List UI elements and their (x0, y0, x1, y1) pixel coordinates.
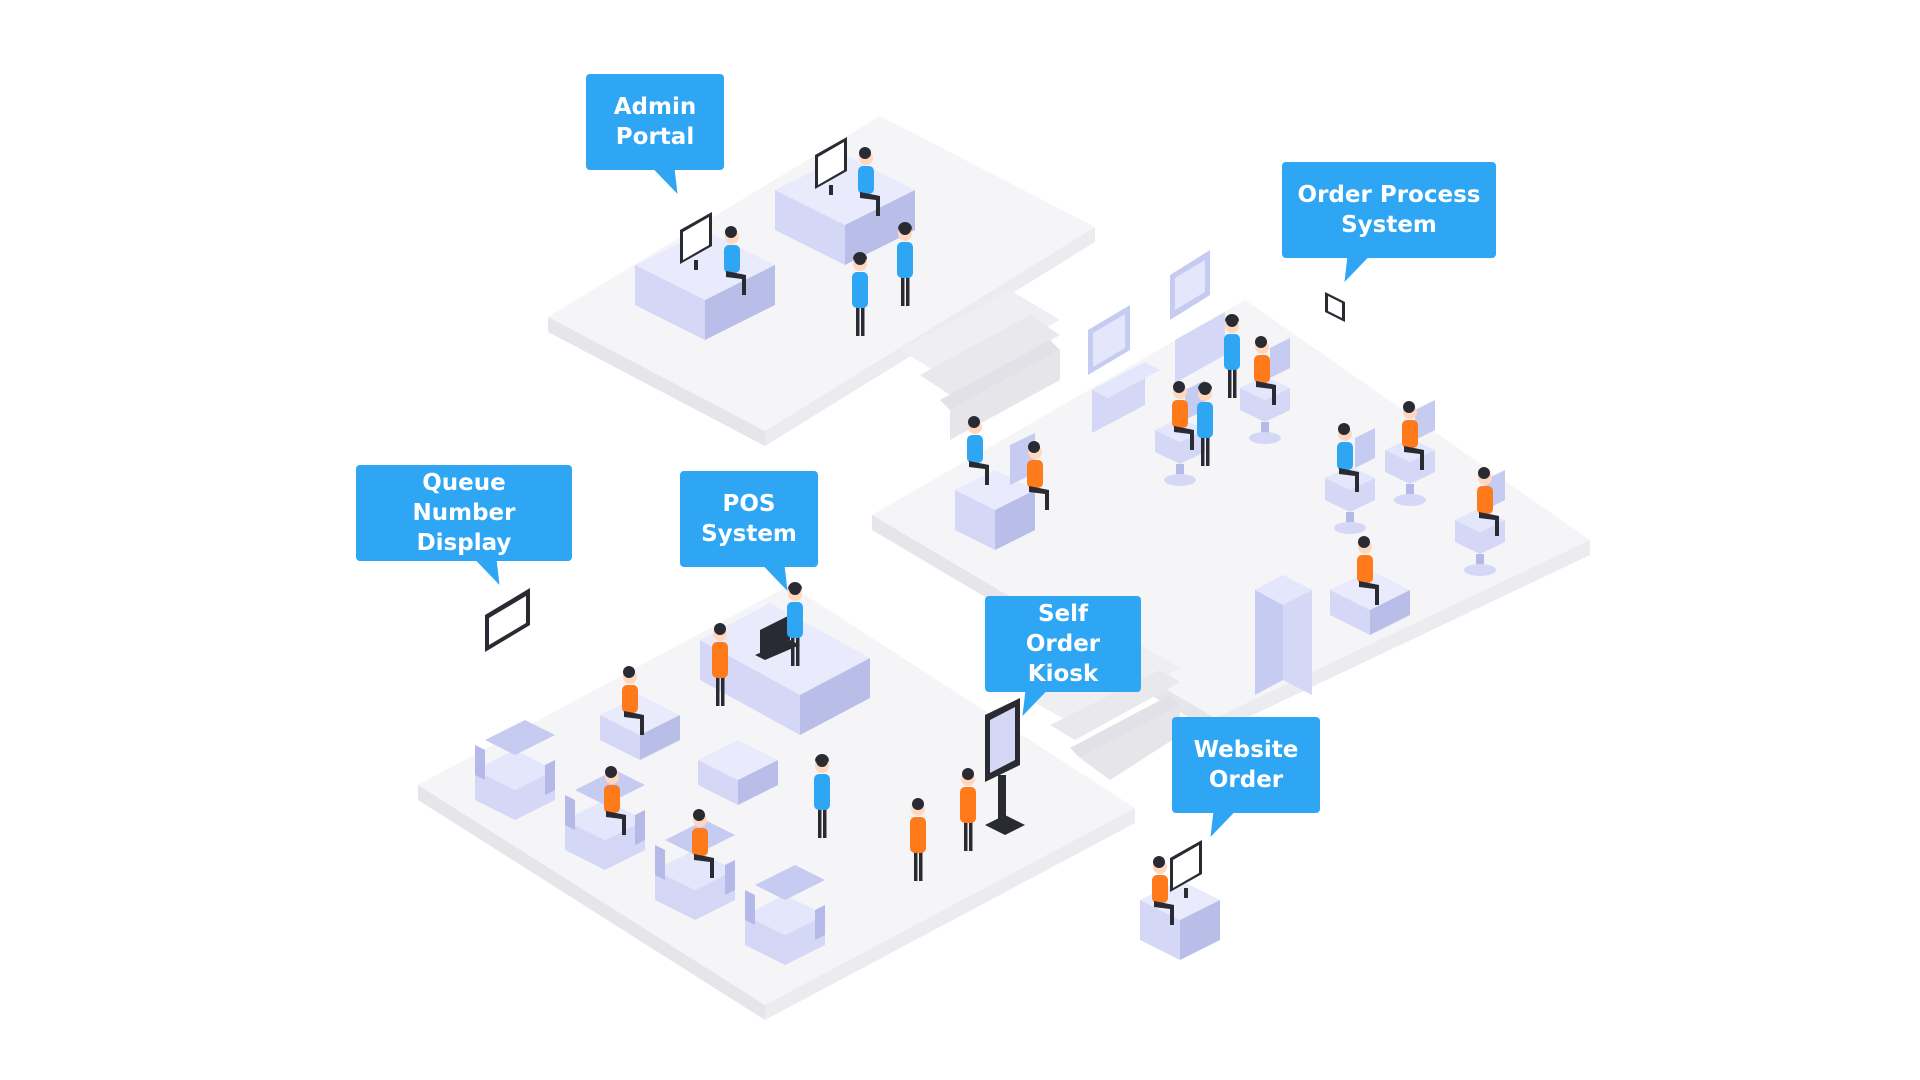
display-screen-icon (485, 588, 530, 652)
website-order-callout: Website Order (1172, 717, 1320, 813)
order-process-system-callout: Order Process System (1282, 162, 1496, 258)
pos-system-label: POS System (701, 491, 797, 547)
mirror-1 (1088, 305, 1130, 375)
cabinet-1 (1092, 362, 1160, 433)
website-order-label: Website Order (1193, 737, 1299, 793)
order-process-system-label: Order Process System (1297, 182, 1481, 238)
pos-system-callout: POS System (680, 471, 818, 567)
mirror-2 (1170, 250, 1210, 320)
sofa-1 (475, 720, 555, 820)
kiosk-icon (985, 698, 1025, 835)
self-order-kiosk-callout: Self Order Kiosk (985, 596, 1141, 692)
coffee-table (698, 740, 778, 805)
shelf (1255, 575, 1312, 695)
admin-portal-label: Admin Portal (613, 94, 697, 150)
pos-terminal (755, 615, 800, 660)
self-order-kiosk-label: Self Order Kiosk (1025, 601, 1101, 687)
nail-desk (955, 433, 1035, 550)
cabinet-2 (1175, 312, 1225, 383)
queue-number-display-callout: Queue Number Display (356, 465, 572, 561)
waiting-bench (1330, 570, 1410, 635)
tablet-icon (1325, 292, 1345, 322)
admin-portal-callout: Admin Portal (586, 74, 724, 170)
reception-floor (418, 585, 1135, 1020)
queue-number-display-label: Queue Number Display (412, 470, 516, 556)
